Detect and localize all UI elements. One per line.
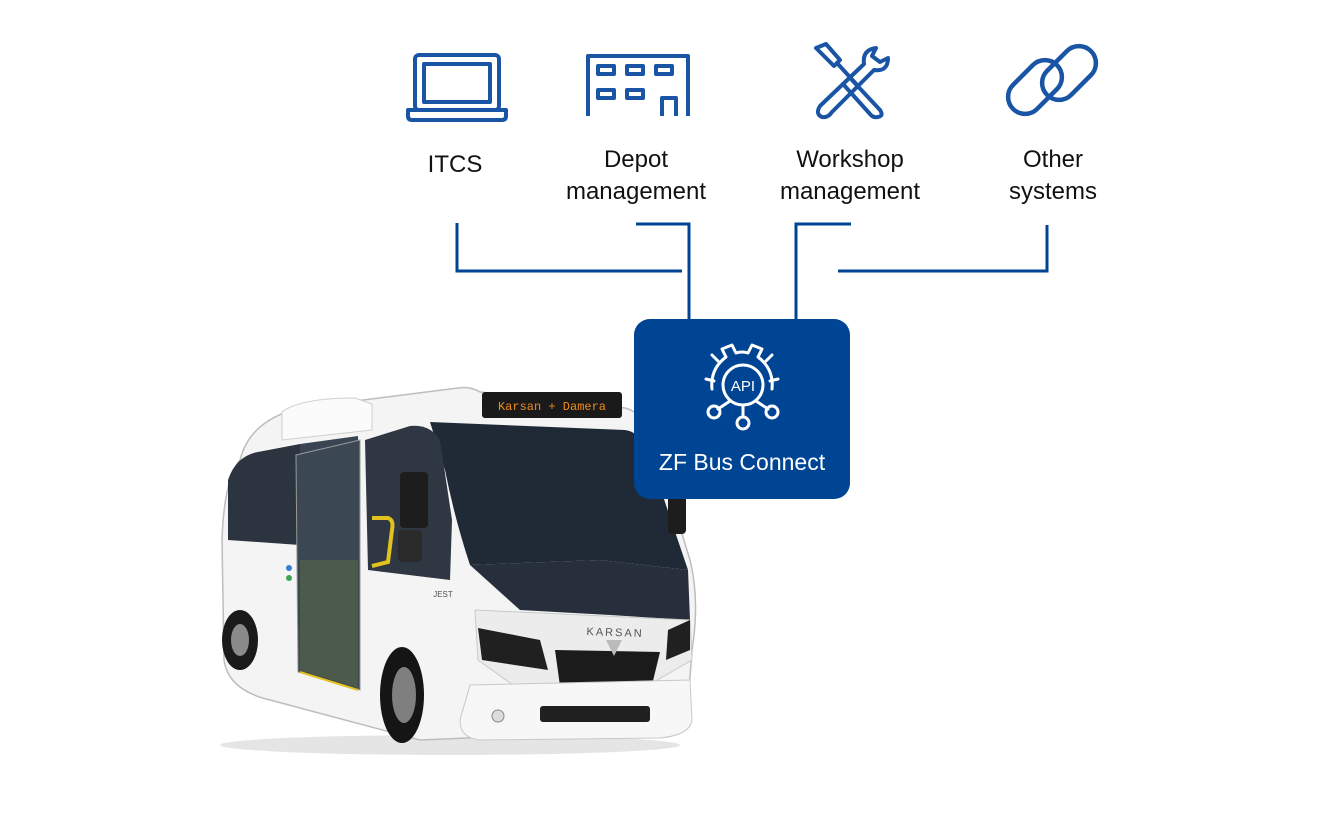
zf-bus-connect-hub: API ZF Bus Connect [634, 319, 850, 499]
api-gear-icon: API [704, 343, 780, 431]
minibus-photo [220, 386, 697, 755]
api-text: API [731, 378, 755, 395]
tools-icon [814, 42, 890, 120]
chain-link-icon [1005, 43, 1099, 117]
system-label-itcs: ITCS [427, 151, 483, 178]
connector-itcs [455, 223, 682, 273]
laptop-icon [406, 53, 508, 122]
bus-brand-badge: KARSAN [586, 626, 644, 640]
hub-label: ZF Bus Connect [658, 449, 826, 475]
connector-depot [636, 222, 691, 319]
system-label-other-systems: Other systems [1008, 146, 1097, 205]
connector-other [838, 225, 1049, 273]
connector-workshop [794, 222, 851, 319]
system-label-depot-management: Depot management [565, 146, 707, 205]
connector-lines [455, 222, 1049, 319]
depot-building-icon [586, 54, 690, 116]
bus-side-badge: JEST [433, 590, 453, 599]
bus-destination-display: Karsan + Damera [498, 400, 606, 414]
system-label-workshop-management: Workshop management [779, 146, 921, 205]
